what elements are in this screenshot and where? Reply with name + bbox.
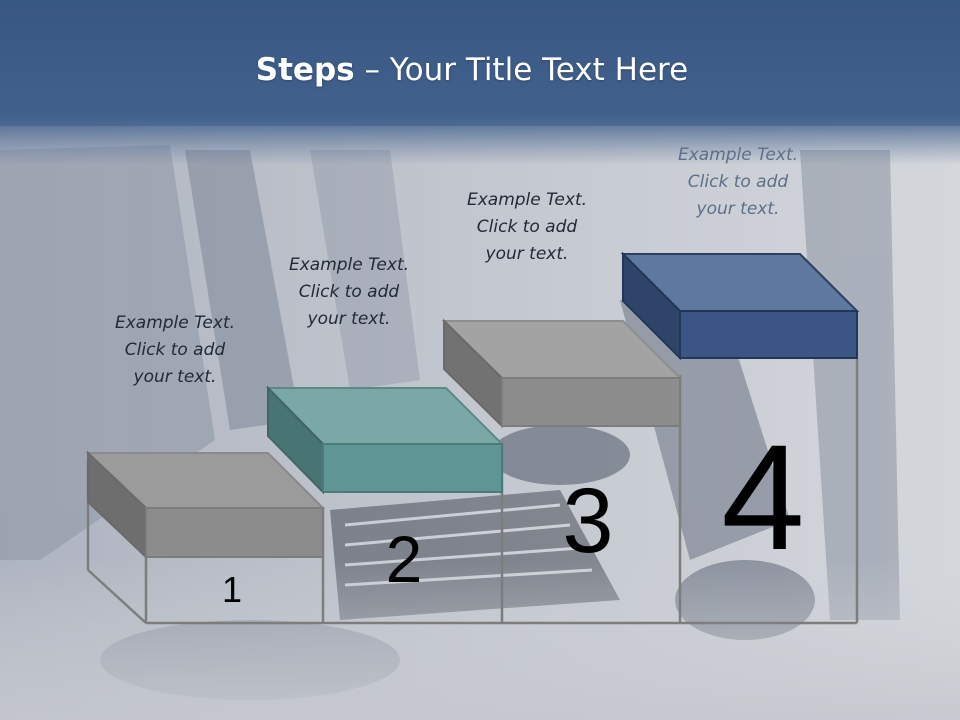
step-2-caption-line-1: Example Text. [288,255,410,275]
step-1-caption-line-3: your text. [133,367,217,387]
step-4-caption-line-3: your text. [696,199,780,219]
step-2-block[interactable] [265,385,505,495]
step-4-caption-line-1: Example Text. [677,145,799,165]
title-rest: – Your Title Text Here [354,52,689,88]
step-3-caption-line-1: Example Text. [466,190,588,210]
step-3-caption-line-2: Click to add [476,217,578,237]
step-1-caption-line-1: Example Text. [114,313,236,333]
step-3-caption[interactable]: Example Text. Click to add your text. [442,187,612,268]
step-4-caption[interactable]: Example Text. Click to add your text. [653,142,823,223]
step-2-number: 2 [385,522,423,596]
step-1-caption-line-2: Click to add [124,340,226,360]
step-1-block[interactable] [85,450,326,560]
step-2-caption-line-2: Click to add [298,282,400,302]
step-1-number: 1 [221,569,243,610]
step-2-caption[interactable]: Example Text. Click to add your text. [264,252,434,333]
step-4-caption-line-2: Click to add [687,172,789,192]
step-1-caption[interactable]: Example Text. Click to add your text. [90,310,260,391]
step-2-caption-line-3: your text. [307,309,391,329]
step-4-number: 4 [721,413,805,581]
step-4-block[interactable] [620,251,860,361]
step-3-caption-line-3: your text. [485,244,569,264]
slide-title[interactable]: Steps – Your Title Text Here [0,52,944,88]
step-3-block[interactable] [441,318,683,429]
title-bold: Steps [255,52,355,88]
step-3-number: 3 [562,470,614,572]
